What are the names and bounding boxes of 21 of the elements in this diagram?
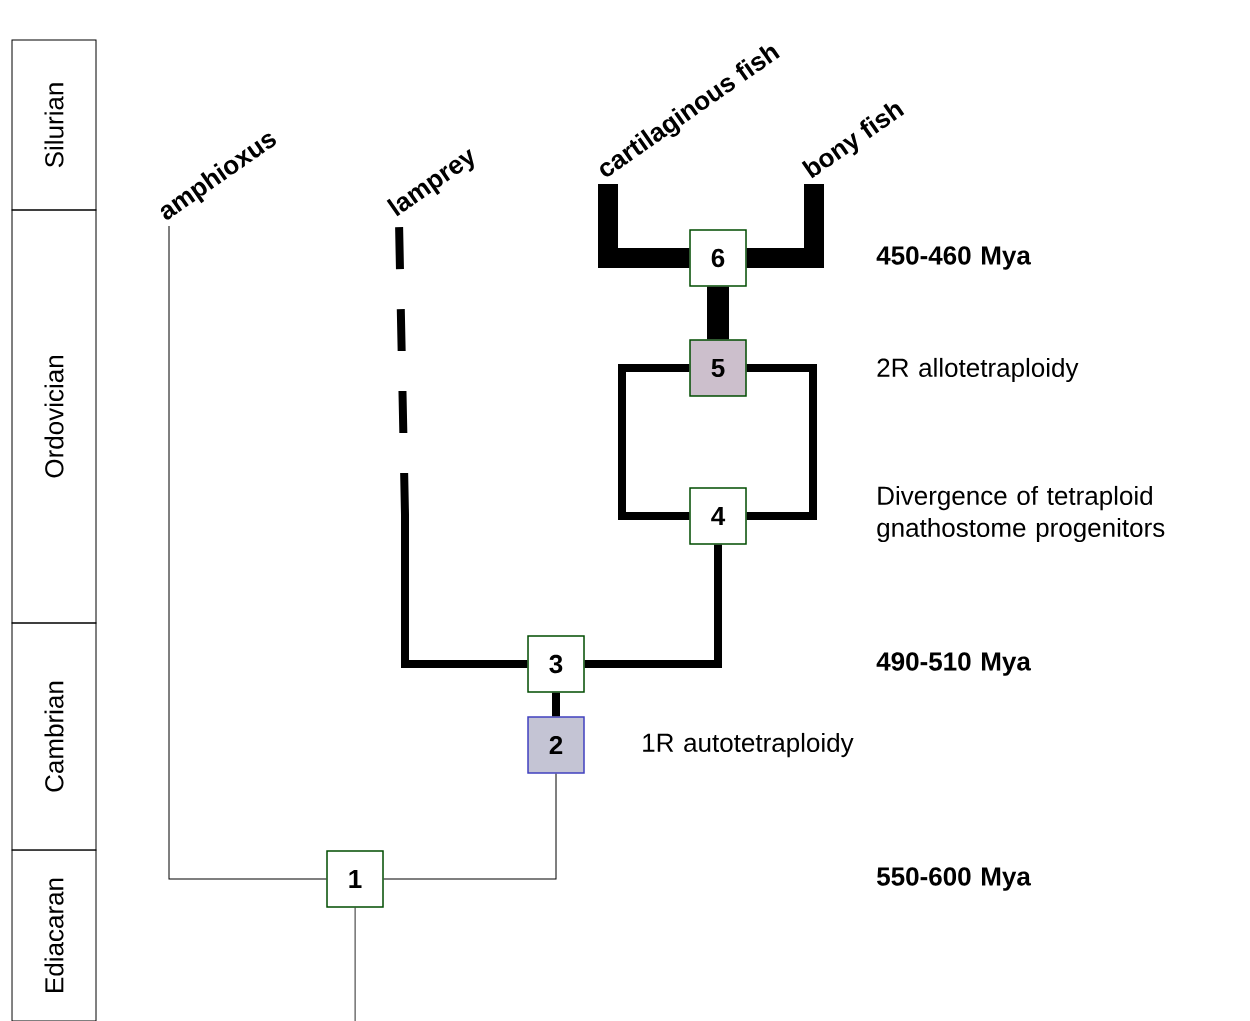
branch-line bbox=[598, 184, 690, 268]
side-label: 450-460 Mya bbox=[876, 246, 1031, 270]
side-label: 490-510 Mya bbox=[876, 652, 1031, 676]
node-box: 2 bbox=[527, 716, 585, 774]
branch-line bbox=[168, 225, 327, 880]
side-label: 550-600 Mya bbox=[877, 867, 1031, 891]
period-box: Ediacaran bbox=[11, 849, 97, 1021]
node-box: 5 bbox=[689, 339, 747, 397]
side-label: Divergence of tetraploid gnathostome progenitors bbox=[877, 485, 1165, 543]
branch-line bbox=[707, 286, 729, 340]
period-box: Ordovician bbox=[11, 209, 97, 624]
period-box: Cambrian bbox=[11, 622, 97, 851]
side-label: 1R autotetraploidy bbox=[643, 732, 854, 758]
node-box: 6 bbox=[689, 229, 747, 287]
node-box: 3 bbox=[527, 635, 585, 693]
branch-line bbox=[383, 773, 557, 880]
period-box: Silurian bbox=[11, 39, 97, 211]
node-box: 1 bbox=[326, 850, 384, 908]
branch-line bbox=[354, 907, 356, 1021]
node-box: 4 bbox=[689, 487, 747, 545]
side-label: 2R allotetraploidy bbox=[877, 357, 1079, 383]
